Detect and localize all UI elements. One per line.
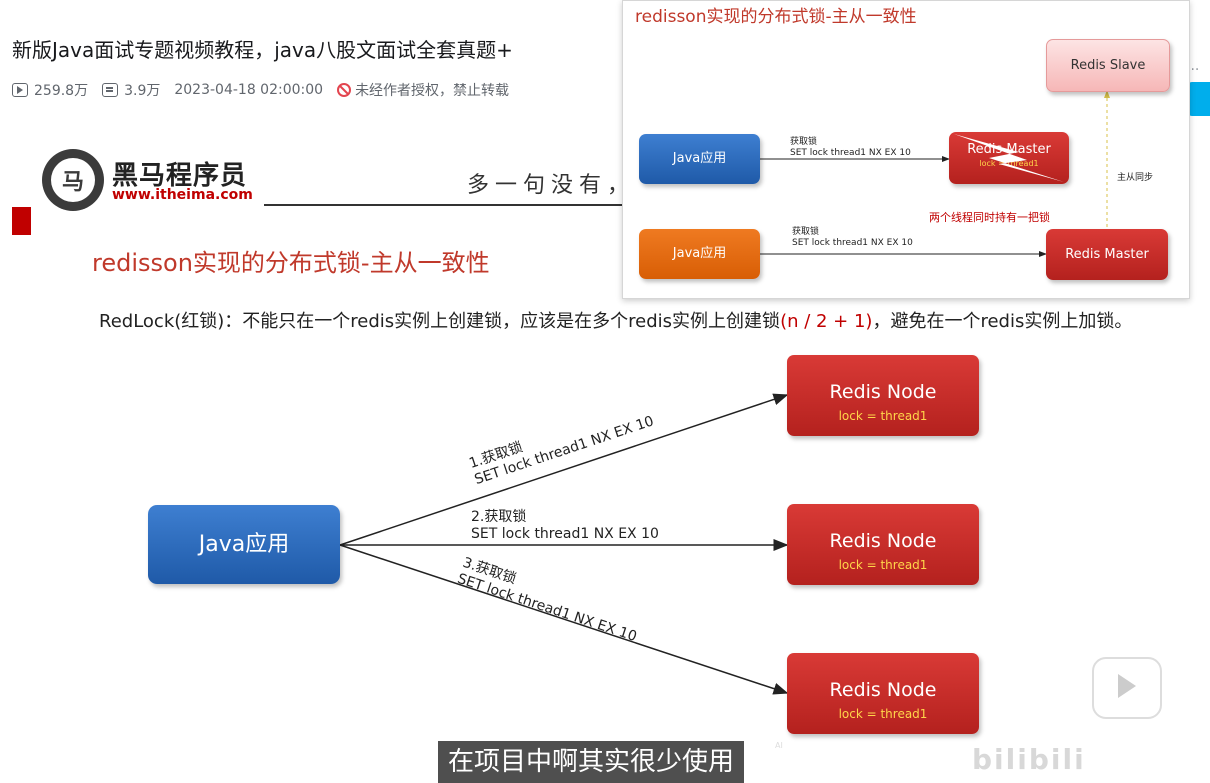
arrow-label-1: 1.获取锁 SET lock thread1 NX EX 10 [467,397,656,489]
copyright-notice: 未经作者授权，禁止转载 [337,80,509,100]
arrow-2-cmd: SET lock thread1 NX EX 10 [471,526,659,542]
redis-node-2-lock: lock = thread1 [838,558,928,572]
bilibili-tv-icon[interactable] [1092,657,1162,719]
desc-text-b: ，避免在一个redis实例上加锁。 [872,311,1133,332]
play-count-icon [12,83,28,97]
inset-java-app-1: Java应用 [639,134,760,184]
subtitle-ai-badge: AI [775,741,783,750]
slide-description: RedLock(红锁)：不能只在一个redis实例上创建锁，应该是在多个redi… [99,305,1159,338]
redis-node-2: Redis Node lock = thread1 [787,504,979,585]
views-count: 259.8万 [34,83,89,99]
brand-name: 黑马程序员 [112,161,248,191]
inset-arrow-2-step: 获取锁 [792,227,820,237]
video-meta: 259.8万 3.9万 2023-04-18 02:00:00 未经作者授权，禁… [12,80,523,100]
views-stat: 259.8万 [12,80,88,100]
copyright-text: 未经作者授权，禁止转载 [355,83,510,99]
inset-arrow-1-label: 获取锁 SET lock thread1 NX EX 10 [790,137,911,159]
brand-url: www.itheima.com [112,187,253,203]
lightning-icon [954,134,1064,182]
inset-arrows [760,90,1110,257]
redis-node-3: Redis Node lock = thread1 [787,653,979,734]
java-app-node: Java应用 [148,505,340,584]
redis-node-2-label: Redis Node [829,530,937,552]
redis-node-3-lock: lock = thread1 [838,707,928,721]
redis-node-1: Redis Node lock = thread1 [787,355,979,436]
inset-sync-label: 主从同步 [1117,173,1154,183]
arrow-2-step: 2.获取锁 [471,509,527,525]
inset-master-1-lock: lock = thread1 [979,159,1039,168]
pip-inset-slide[interactable]: redisson实现的分布式锁-主从一致性 Redis Slave Java应用… [622,0,1190,299]
ai-subtitle: 在项目中啊其实很少使用 [438,741,745,783]
inset-arrow-1-step: 获取锁 [790,137,818,147]
itheima-logo-icon: 马 [42,149,104,211]
danmaku-stat: 3.9万 [102,80,160,100]
desc-highlight: (n / 2 + 1) [780,311,873,332]
slide-red-bar [12,207,31,235]
forbidden-icon [337,83,352,97]
inset-redis-master-1: Redis Master lock = thread1 [949,132,1069,184]
redis-node-3-label: Redis Node [829,679,937,701]
danmaku-icon [102,83,119,97]
publish-date: 2023-04-18 02:00:00 [174,82,324,98]
slide-motto: 多一句没有， [467,173,636,198]
inset-redis-master-2: Redis Master [1046,229,1168,280]
video-title[interactable]: 新版Java面试专题视频教程，java八股文面试全套真题+ [12,38,513,62]
redis-node-1-lock: lock = thread1 [838,409,928,423]
inset-java-app-2: Java应用 [639,229,760,279]
bilibili-watermark: bilibili [972,743,1086,776]
desc-text-a: RedLock(红锁)：不能只在一个redis实例上创建锁，应该是在多个redi… [99,311,781,332]
danmaku-count: 3.9万 [124,83,161,99]
redis-node-1-label: Redis Node [829,381,937,403]
inset-title: redisson实现的分布式锁-主从一致性 [635,7,917,27]
inset-arrow-2-cmd: SET lock thread1 NX EX 10 [792,238,913,248]
inset-arrow-2-label: 获取锁 SET lock thread1 NX EX 10 [792,227,913,249]
inset-warning: 两个线程同时持有一把锁 [929,211,1050,224]
motto-underline [264,204,684,206]
arrow-label-3: 3.获取锁 SET lock thread1 NX EX 10 [455,555,644,646]
arrow-label-2: 2.获取锁 SET lock thread1 NX EX 10 [471,509,659,543]
follow-button-edge[interactable] [1188,82,1210,116]
inset-arrow-1-cmd: SET lock thread1 NX EX 10 [790,148,911,158]
slide-title: redisson实现的分布式锁-主从一致性 [92,249,490,277]
inset-redis-slave: Redis Slave [1046,39,1170,92]
